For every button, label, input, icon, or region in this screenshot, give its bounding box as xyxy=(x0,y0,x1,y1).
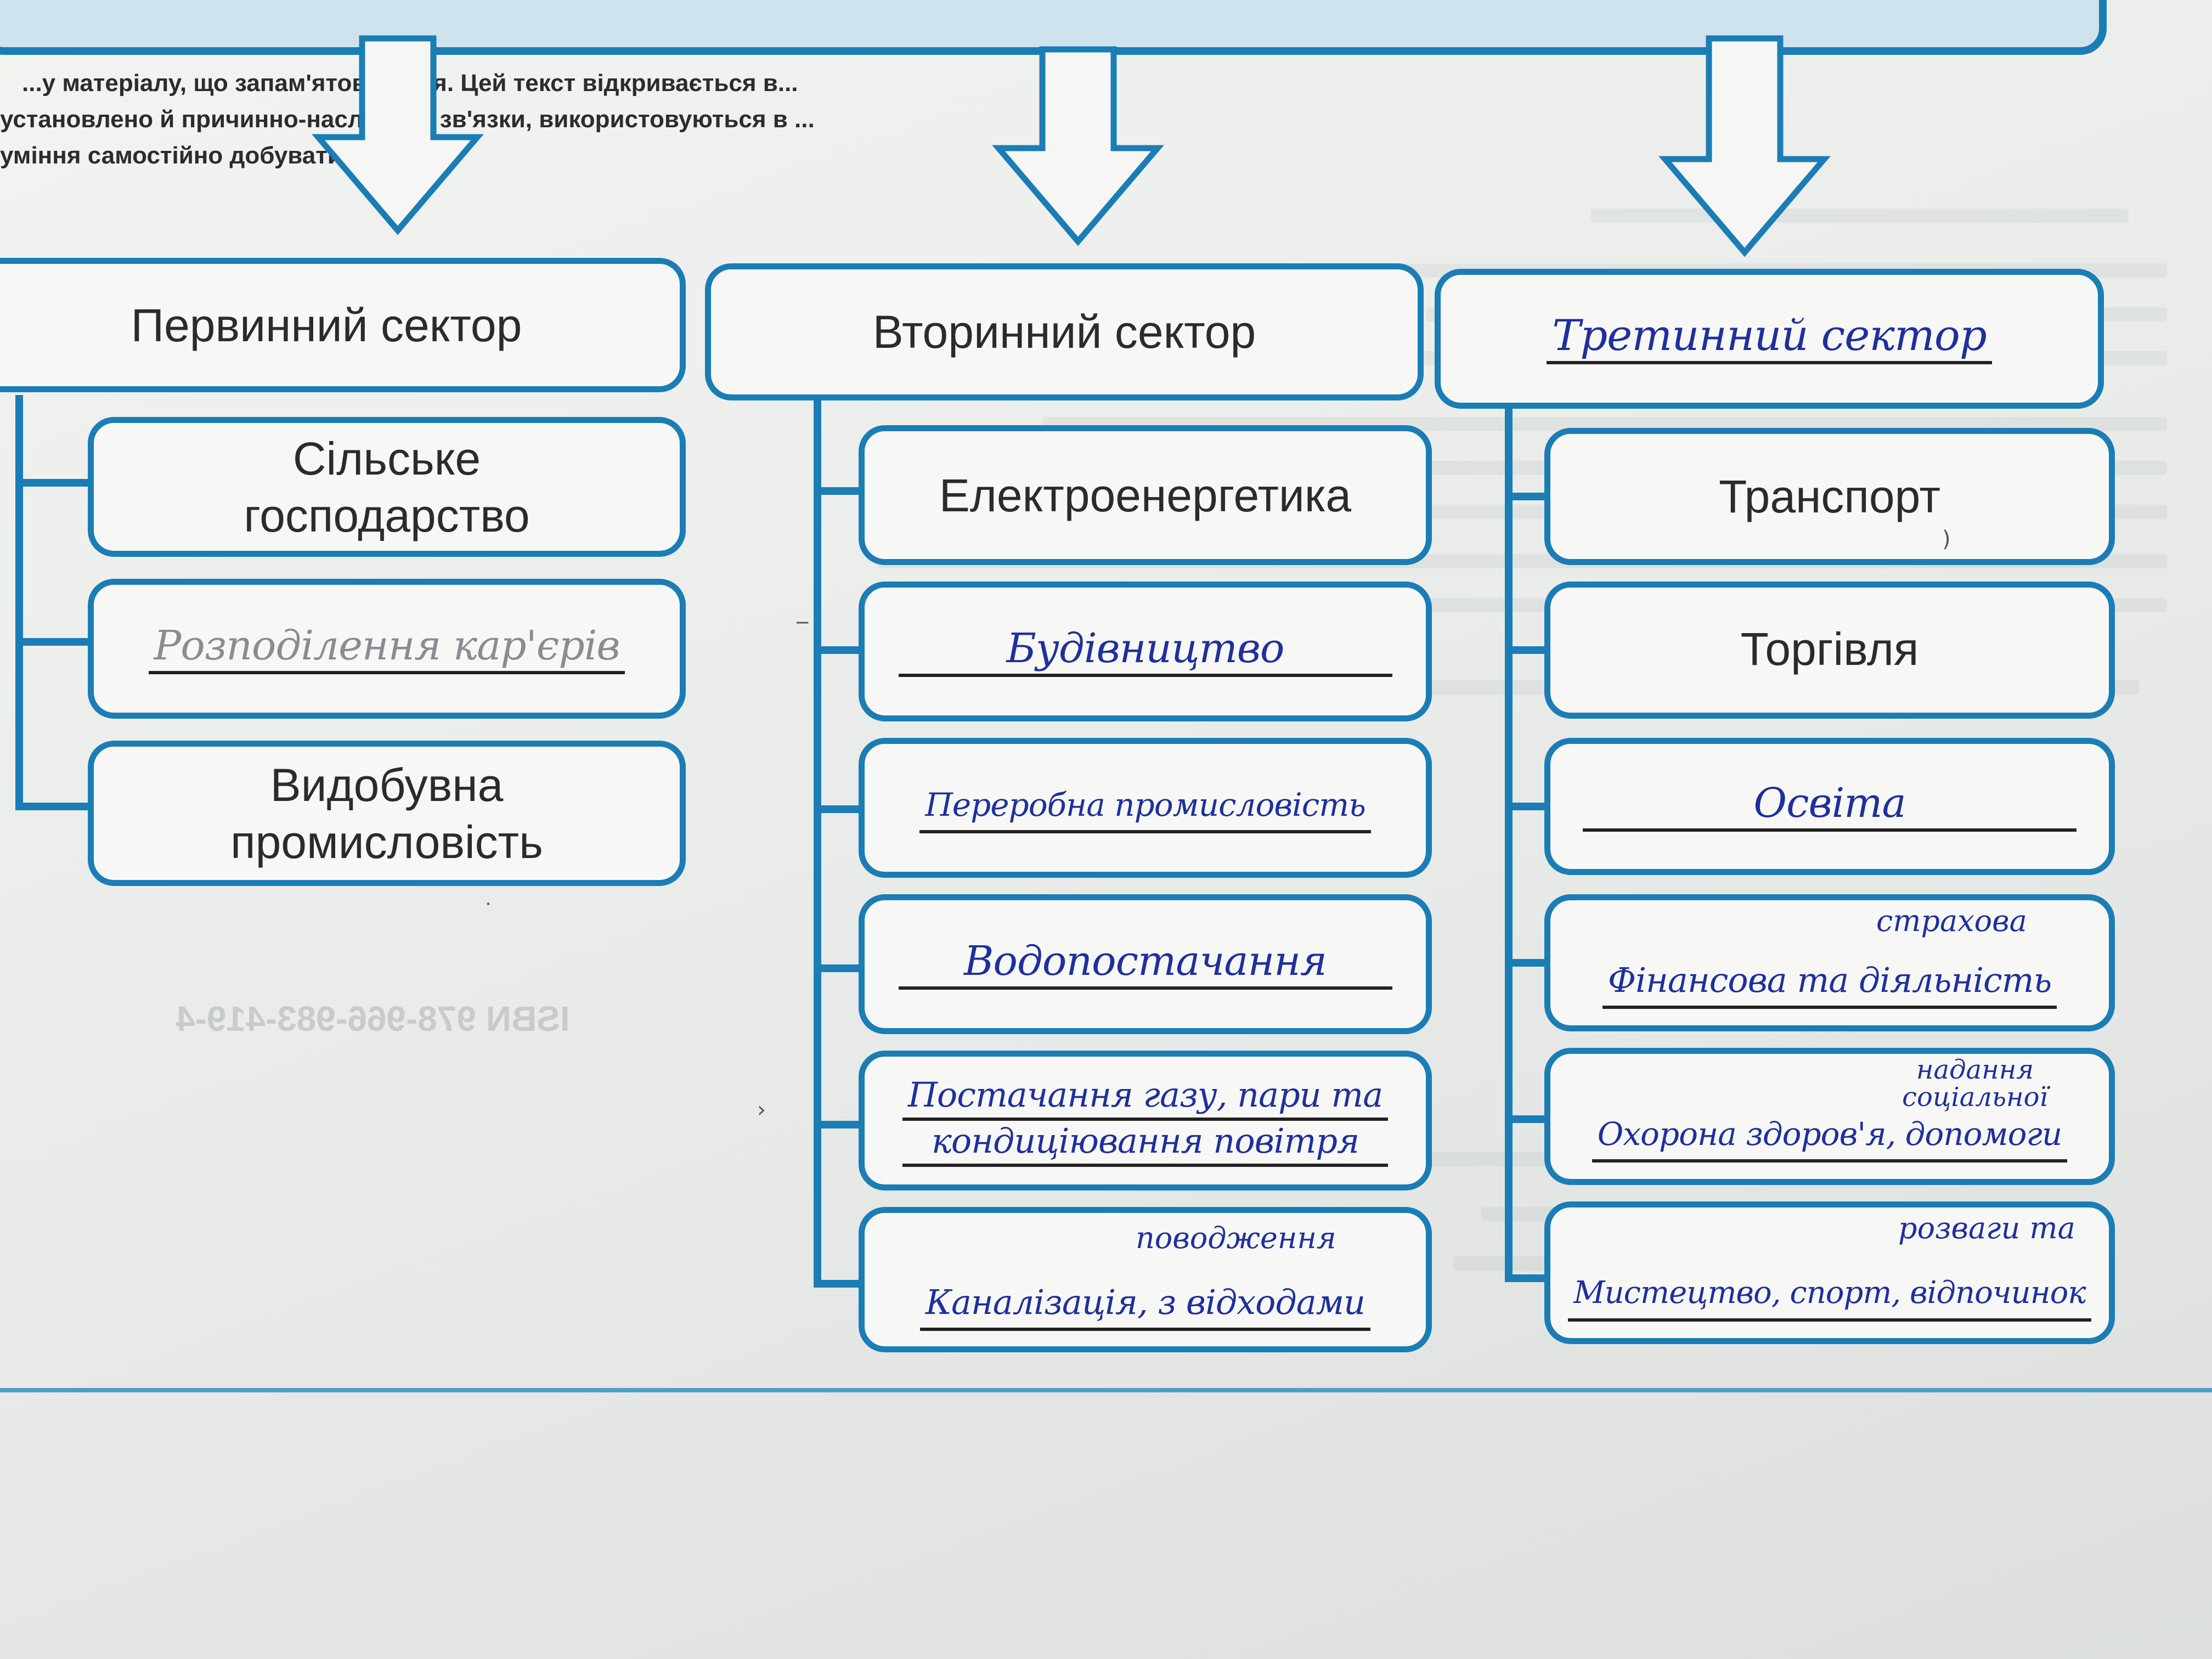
finance-note: страхова xyxy=(1876,904,2027,938)
item-label: Транспорт xyxy=(1719,471,1940,522)
tertiary-item-trade: Торгівля xyxy=(1544,582,2115,719)
item-label: Охорона здоров'я, допомоги xyxy=(1592,1112,2068,1163)
pencil-tick: ˙ xyxy=(483,900,494,925)
item-label-line2: кондиціювання повітря xyxy=(902,1121,1389,1167)
secondary-sector-label: Вторинний сектор xyxy=(872,306,1256,358)
tertiary-branch xyxy=(1505,406,1553,1282)
item-label: Мистецтво, спорт, відпочинок xyxy=(1568,1271,2091,1322)
tertiary-sector-title: Третинний сектор xyxy=(1435,269,2104,409)
item-label-line1: Постачання газу, пари та xyxy=(902,1075,1389,1121)
item-label: Сільське господарство xyxy=(244,432,530,541)
arrow-down-icon xyxy=(992,46,1164,246)
sewerage-note: поводження xyxy=(1136,1221,1336,1255)
secondary-item-electricity: Електроенергетика xyxy=(859,425,1432,565)
secondary-item-water: Водопостачання xyxy=(859,894,1432,1034)
item-label: Розподілення кар'єрів xyxy=(148,624,625,674)
item-label: Будівництво xyxy=(898,627,1392,677)
pencil-tick: › xyxy=(757,1097,766,1122)
secondary-item-gas-supply: Постачання газу, пари та кондиціювання п… xyxy=(859,1051,1432,1190)
tertiary-item-transport: Транспорт xyxy=(1544,428,2115,565)
secondary-branch xyxy=(814,398,867,1288)
item-label: Торгівля xyxy=(1740,623,1919,675)
tertiary-item-health: Охорона здоров'я, допомоги xyxy=(1544,1048,2115,1185)
item-label: Освіта xyxy=(1583,781,2076,832)
item-label: Видобувна промисловість xyxy=(230,759,543,868)
item-label: Каналізація, з відходами xyxy=(919,1280,1370,1331)
tertiary-item-education: Освіта xyxy=(1544,738,2115,875)
tertiary-item-arts: Мистецтво, спорт, відпочинок xyxy=(1544,1201,2115,1344)
pencil-tick: ‒ xyxy=(795,609,810,634)
secondary-sector-title: Вторинний сектор xyxy=(705,263,1424,400)
arrow-down-icon xyxy=(1658,35,1831,257)
primary-sector-title: Первинний сектор xyxy=(0,258,686,392)
tertiary-item-finance: Фінансова та діяльність xyxy=(1544,894,2115,1031)
item-label: Фінансова та діяльність xyxy=(1602,958,2057,1009)
pencil-tick: ) xyxy=(1942,527,1951,552)
page-bottom-rule xyxy=(0,1388,2212,1392)
secondary-item-construction: Будівництво xyxy=(859,582,1432,721)
item-label-two-lines: Постачання газу, пари та кондиціювання п… xyxy=(902,1075,1389,1167)
primary-sector-label: Первинний сектор xyxy=(131,299,522,351)
secondary-item-processing: Переробна промисловість xyxy=(859,738,1432,878)
item-label: Водопостачання xyxy=(898,939,1392,990)
primary-branch xyxy=(15,395,96,810)
arrow-down-icon xyxy=(312,35,484,235)
item-label: Переробна промисловість xyxy=(919,783,1371,833)
primary-item-mining: Видобувна промисловість xyxy=(88,741,686,886)
arts-note: розваги та xyxy=(1898,1211,2075,1245)
health-note: надання соціальної xyxy=(1902,1054,2048,1113)
secondary-item-sewerage: Каналізація, з відходами xyxy=(859,1207,1432,1352)
tertiary-sector-label: Третинний сектор xyxy=(1547,314,1992,364)
primary-item-quarries: Розподілення кар'єрів xyxy=(88,579,686,719)
primary-item-agriculture: Сільське господарство xyxy=(88,417,686,557)
item-label: Електроенергетика xyxy=(939,469,1352,521)
